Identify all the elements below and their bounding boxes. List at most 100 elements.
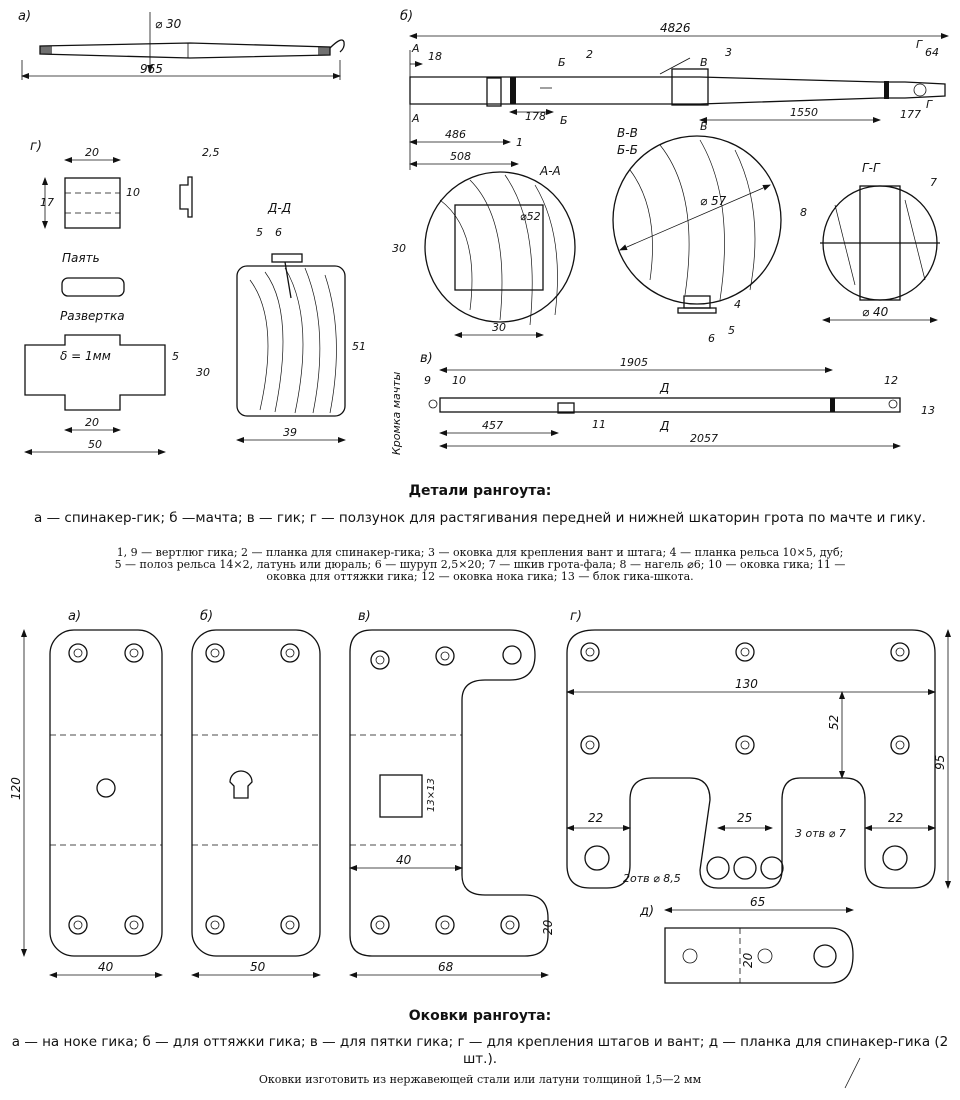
fitting-label-v: в) [358, 609, 371, 624]
dim-b-177: 177 [900, 108, 921, 121]
dim-b-1550: 1550 [790, 106, 818, 119]
dim-g-10: 10 [126, 186, 140, 199]
section-mark-v-bottom: В [700, 120, 708, 133]
figure1-title: Детали рангоута: [408, 483, 552, 499]
callout-3: 3 [725, 46, 732, 59]
dim-aa-30v: 30 [392, 242, 406, 255]
callout-gg-7: 7 [930, 176, 937, 189]
dim-b-178: 178 [525, 110, 546, 123]
dim-fg-130: 130 [735, 677, 758, 691]
dim-fg-52: 52 [827, 715, 841, 730]
callout-vv-4: 4 [734, 298, 741, 311]
section-mark-d-top: Д [659, 381, 669, 395]
dim-fa-40: 40 [98, 960, 114, 974]
section-mark-g-bottom: Г [926, 98, 933, 111]
dim-fd-65: 65 [750, 895, 765, 909]
callout-vv-5: 5 [728, 324, 735, 337]
note-development: Развертка [60, 309, 125, 323]
dim-fd-20: 20 [741, 952, 755, 968]
dim-a-length: 965 [140, 62, 163, 76]
dim-v-457: 457 [482, 419, 503, 432]
dim-v-1905: 1905 [620, 356, 648, 369]
fitting-label-d: д) [639, 904, 654, 919]
dim-dd-51: 51 [352, 340, 366, 353]
section-a-a: А-А ⌀52 30 30 [392, 164, 576, 338]
dim-aa-30h: 30 [492, 321, 506, 334]
fitting-d: д) 65 20 [639, 895, 854, 984]
dim-gg-diameter: ⌀ 40 [862, 305, 889, 319]
view-label-a: а) [18, 9, 31, 24]
callout-v-11: 11 [592, 418, 606, 431]
dim-g-17: 17 [40, 196, 54, 209]
dim-b-4826: 4826 [660, 21, 691, 35]
dim-b-18: 18 [428, 50, 442, 63]
callout-v-12: 12 [884, 374, 898, 387]
section-v-v: В-В Б-Б ⌀ 57 4 5 6 [612, 126, 782, 345]
callout-v-13: 13 [921, 404, 935, 417]
fitting-g: г) 130 52 95 22 25 22 3 отв ⌀ 7 2отв ⌀ 8… [566, 609, 951, 889]
fitting-b: б) 50 [191, 609, 321, 978]
view-label-v: в) [420, 351, 433, 366]
callout-1: 1 [516, 136, 523, 149]
section-mark-a-bottom: А [411, 112, 420, 125]
fitting-a: а) 120 40 [9, 609, 163, 978]
dim-fv-40: 40 [396, 853, 412, 867]
section-gg-title: Г-Г [862, 161, 881, 175]
figure1-caption: а — спинакер-гик; б —мачта; в — гик; г —… [34, 510, 926, 526]
dim-g-30: 30 [196, 366, 210, 379]
callout-dd-5: 5 [256, 226, 263, 239]
section-mark-v-top: В [700, 56, 708, 69]
dim-fg-22-left: 22 [588, 811, 603, 825]
section-aa-title: А-А [539, 164, 561, 178]
dim-fg-22-right: 22 [888, 811, 903, 825]
section-dd-title: Д-Д [267, 201, 291, 215]
dim-fv-68: 68 [438, 960, 454, 974]
dim-b-508: 508 [450, 150, 471, 163]
section-mark-g-top: Г [916, 38, 923, 51]
callout-vv-6: 6 [708, 332, 715, 345]
section-mark-d-bottom: Д [659, 419, 669, 433]
fitting-label-a: а) [68, 609, 81, 624]
section-d-d: Д-Д 5 6 51 39 [236, 201, 366, 443]
callout-v-10: 10 [452, 374, 466, 387]
dim-fg-25: 25 [737, 811, 752, 825]
section-mark-b-top: Б [558, 56, 566, 69]
dim-dd-39: 39 [283, 426, 297, 439]
dim-fv-13x13: 13×13 [426, 778, 437, 812]
callout-gg-8: 8 [800, 206, 807, 219]
fitting-v: в) 13×13 40 20 68 [349, 609, 555, 978]
section-mark-b-bottom: Б [560, 114, 568, 127]
figure1-legend-line3: оковка для оттяжки гика; 12 — оковка нок… [266, 570, 694, 583]
callout-dd-6: 6 [275, 226, 282, 239]
dim-g-20: 20 [85, 146, 99, 159]
note-thickness: δ = 1мм [60, 349, 111, 363]
figure2-note: Оковки изготовить из нержавеющей стали и… [258, 1073, 702, 1086]
dim-a-diameter: ⌀ 30 [155, 17, 182, 31]
section-vv-title1: В-В [617, 126, 638, 140]
callout-v-9: 9 [424, 374, 431, 387]
mast-edge-label: Кромка мачты [390, 371, 403, 455]
figure2-title: Оковки рангоута: [408, 1008, 552, 1024]
dim-g-50: 50 [88, 438, 102, 451]
section-mark-a-top: А [411, 42, 420, 55]
dim-v-2057: 2057 [690, 432, 718, 445]
fitting-label-g: г) [570, 609, 582, 624]
section-g-g: Г-Г ⌀ 40 7 8 [800, 161, 940, 323]
callout-2: 2 [586, 48, 593, 61]
section-vv-title2: Б-Б [617, 143, 638, 157]
dim-fb-50: 50 [250, 960, 266, 974]
view-label-g: г) [30, 139, 42, 154]
figure2-caption: а — на ноке гика; б — для оттяжки гика; … [11, 1034, 949, 1067]
figure1-legend-line1: 1, 9 — вертлюг гика; 2 — планка для спин… [116, 546, 844, 559]
view-label-b: б) [400, 9, 413, 24]
dim-fa-120: 120 [9, 777, 23, 800]
dim-b-486: 486 [445, 128, 466, 141]
slider-view: г) 20 17 10 2,5 Паять Развертка δ = 1мм … [24, 139, 220, 455]
dim-g-20b: 20 [85, 416, 99, 429]
dim-fv-20: 20 [541, 919, 555, 935]
dim-vv-diameter: ⌀ 57 [700, 194, 727, 208]
figure1-legend-line2: 5 — полоз рельса 14×2, латунь или дюраль… [114, 558, 846, 571]
dim-b-64: 64 [925, 46, 939, 59]
fitting-label-b: б) [200, 609, 213, 624]
